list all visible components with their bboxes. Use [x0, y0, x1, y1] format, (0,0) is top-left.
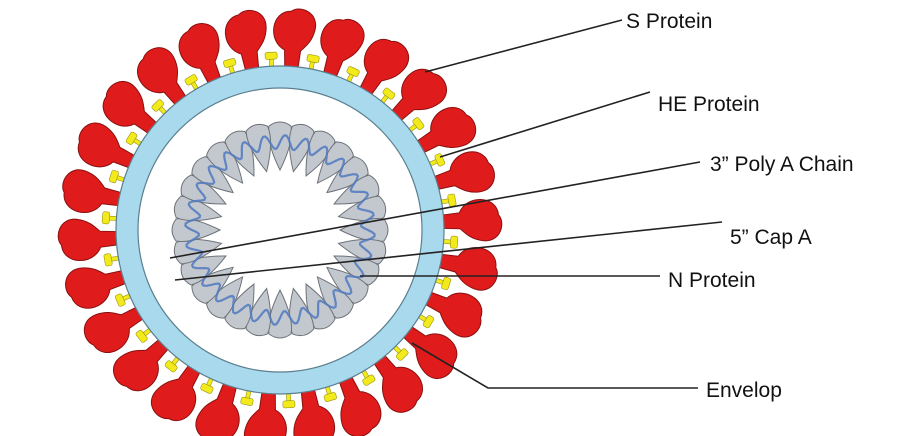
nucleocapsid-ring [172, 122, 388, 338]
label-he-protein: HE Protein [658, 93, 760, 116]
leader-s-protein [425, 20, 622, 72]
leader-cap-a [175, 222, 722, 280]
label-cap-a: 5” Cap A [730, 226, 812, 249]
label-poly-a-chain: 3” Poly A Chain [710, 153, 854, 176]
label-envelop: Envelop [706, 379, 782, 402]
label-s-protein: S Protein [626, 10, 712, 33]
label-n-protein: N Protein [668, 269, 756, 292]
